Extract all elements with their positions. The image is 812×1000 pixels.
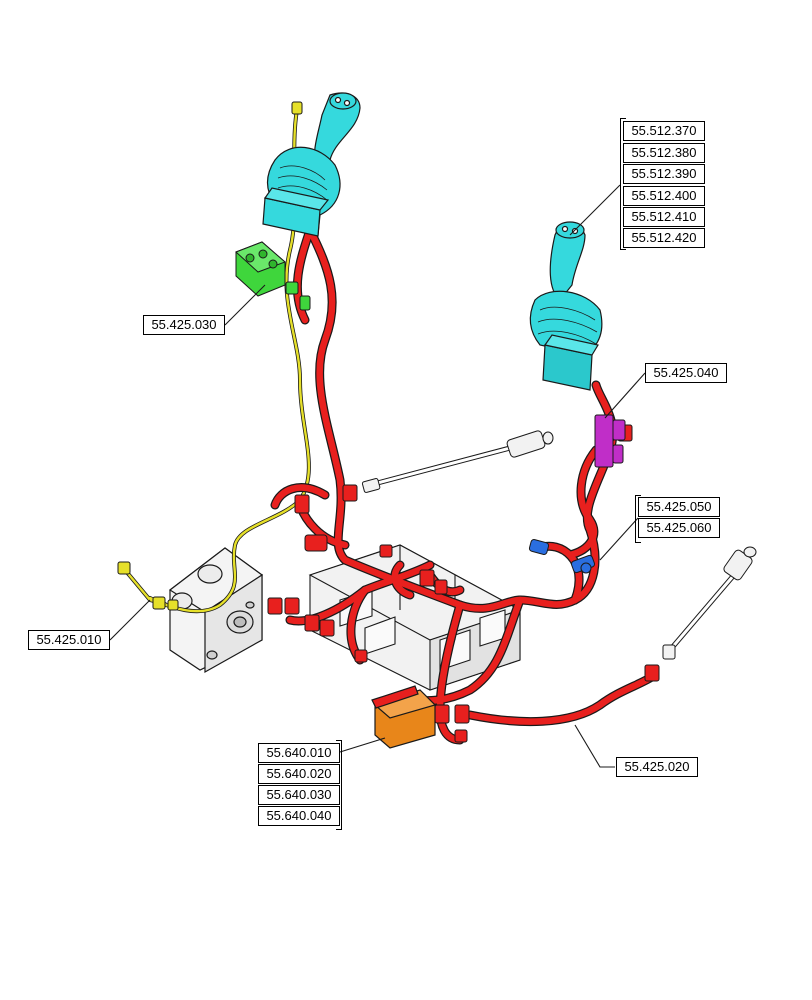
blue-connectors: [528, 539, 596, 574]
callout-bracket-controller: [336, 740, 342, 830]
right-joystick: [529, 221, 603, 391]
callout-bracket-blue: [635, 495, 641, 543]
callout-label: 55.425.050: [638, 497, 720, 517]
callout-label: 55.512.370: [623, 121, 705, 141]
callout-label: 55.425.020: [616, 757, 698, 777]
callout-label: 55.425.060: [638, 518, 720, 538]
orange-controller: [371, 685, 437, 749]
callout-label: 55.512.420: [623, 228, 705, 248]
callout-label: 55.425.010: [28, 630, 110, 650]
leader-lines: [109, 184, 646, 768]
callout-label: 55.512.400: [623, 186, 705, 206]
callout-label: 55.640.030: [258, 785, 340, 805]
callout-label: 55.425.030: [143, 315, 225, 335]
callout-label: 55.640.040: [258, 806, 340, 826]
callout-label: 55.640.020: [258, 764, 340, 784]
callout-bracket-joystick: [620, 118, 626, 250]
purple-connector: [594, 414, 626, 468]
sensor-right: [662, 546, 757, 660]
callout-label: 55.512.410: [623, 207, 705, 227]
callout-label: 55.425.040: [645, 363, 727, 383]
left-joystick: [262, 92, 361, 237]
sensor-center: [361, 430, 554, 493]
callout-label: 55.512.390: [623, 164, 705, 184]
yellow-connectors: [117, 101, 303, 611]
callout-label: 55.640.010: [258, 743, 340, 763]
callout-label: 55.512.380: [623, 143, 705, 163]
green-connector: [235, 241, 311, 311]
